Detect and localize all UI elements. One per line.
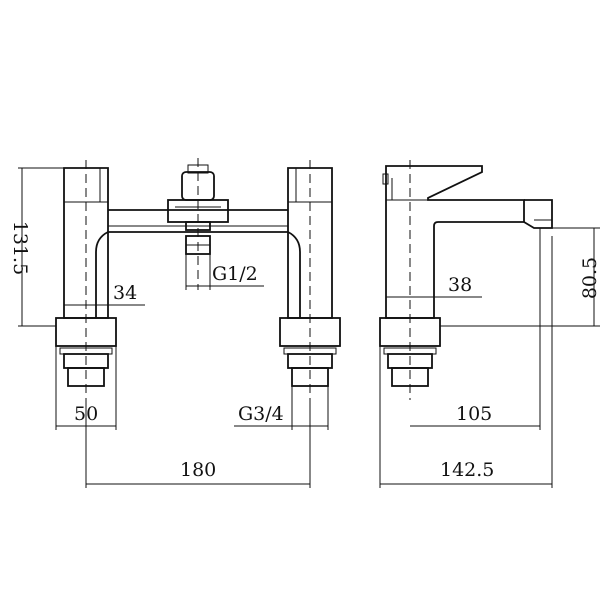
dim-spout-height-label: 80.5 xyxy=(579,257,600,299)
right-pillar xyxy=(287,160,333,400)
dim-overall-height-label: 131.5 xyxy=(9,221,31,275)
dim-thread-inlet-label: G3/4 xyxy=(238,403,284,425)
side-body xyxy=(382,160,525,400)
dim-spout-reach-label: 105 xyxy=(456,403,492,425)
right-base-fittings xyxy=(279,317,341,387)
handshower-outlet xyxy=(185,235,211,255)
left-base-fittings xyxy=(55,317,117,387)
dim-total-depth: 142.5 xyxy=(379,236,553,488)
left-pillar xyxy=(63,160,109,400)
dim-centres-label: 180 xyxy=(180,459,216,481)
dim-overall-height: 131.5 xyxy=(9,167,64,327)
side-view: 80.5 38 105 142.5 xyxy=(379,160,600,488)
dim-thread-outlet-label: G1/2 xyxy=(212,263,258,285)
dim-body-width-side: 38 xyxy=(386,270,482,318)
dim-spout-height: 80.5 xyxy=(440,227,600,327)
dim-thread-inlet: G3/4 xyxy=(234,386,329,430)
side-spout-tip xyxy=(523,199,553,236)
dim-total-depth-label: 142.5 xyxy=(440,459,494,481)
dim-thread-outlet: G1/2 xyxy=(185,254,264,290)
front-view: 131.5 34 G1/2 50 G3/4 xyxy=(9,158,341,488)
dim-spout-reach: 105 xyxy=(410,236,541,430)
side-base-fittings xyxy=(379,317,441,387)
diverter xyxy=(167,158,229,290)
dim-body-width-front: 34 xyxy=(64,270,145,318)
dim-centres: 180 xyxy=(85,400,311,488)
dim-body-width-side-label: 38 xyxy=(448,274,472,296)
dim-body-width-front-label: 34 xyxy=(113,282,137,304)
